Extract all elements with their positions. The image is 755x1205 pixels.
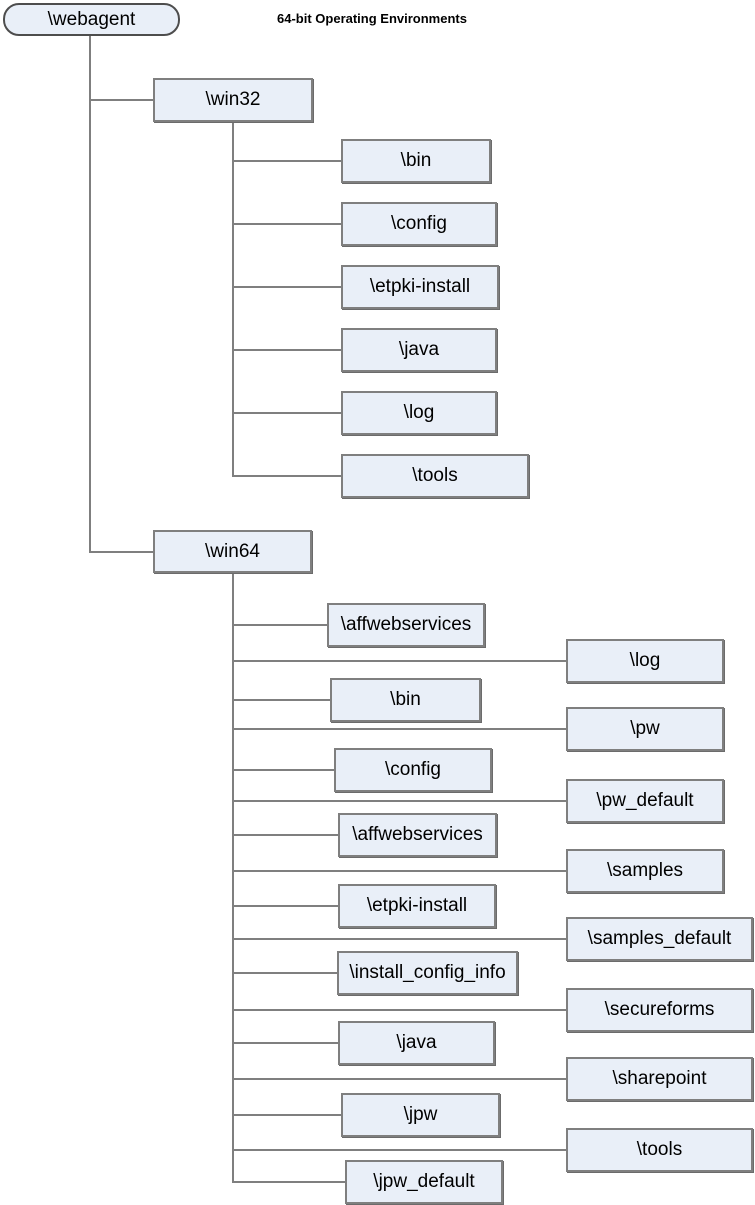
connector-win32-java bbox=[233, 349, 341, 351]
node-win64-etpki-install: \etpki-install bbox=[338, 884, 496, 928]
node-win64-log: \log bbox=[566, 639, 724, 683]
connector-win64 bbox=[89, 551, 153, 553]
node-webagent: \webagent bbox=[3, 3, 180, 36]
connector-win64-jpw bbox=[233, 1114, 341, 1116]
node-win64-pw: \pw bbox=[566, 707, 724, 751]
connector-win32-log bbox=[233, 412, 341, 414]
connector-win32-etpki-install bbox=[233, 286, 341, 288]
connector-win64-pw bbox=[233, 728, 566, 730]
connector-win64-install-config-info bbox=[233, 972, 337, 974]
node-win32-config: \config bbox=[341, 202, 497, 246]
node-win32-bin: \bin bbox=[341, 139, 491, 183]
node-win64-bin: \bin bbox=[330, 678, 481, 722]
node-win32-tools: \tools bbox=[341, 454, 529, 498]
node-win64-samples-default: \samples_default bbox=[566, 917, 753, 961]
connector-win64-samples bbox=[233, 870, 566, 872]
connector-win64-java bbox=[233, 1042, 338, 1044]
node-win64-secureforms: \secureforms bbox=[566, 988, 753, 1032]
connector-win64-affwebservices-2 bbox=[233, 834, 338, 836]
node-win64-java: \java bbox=[338, 1021, 495, 1065]
node-win64-install-config-info: \install_config_info bbox=[337, 951, 518, 995]
trunk-win32 bbox=[232, 122, 234, 477]
node-win64-tools: \tools bbox=[566, 1128, 753, 1172]
connector-win64-pw-default bbox=[233, 800, 566, 802]
connector-win64-samples-default bbox=[233, 938, 566, 940]
trunk-webagent bbox=[89, 36, 91, 553]
node-win64-pw-default: \pw_default bbox=[566, 779, 724, 823]
connector-win64-tools bbox=[233, 1149, 566, 1151]
node-win32-etpki-install: \etpki-install bbox=[341, 265, 499, 309]
connector-win32-bin bbox=[233, 160, 341, 162]
trunk-win64 bbox=[232, 573, 234, 1183]
connector-win64-sharepoint bbox=[233, 1078, 566, 1080]
connector-win64-log bbox=[233, 660, 566, 662]
node-win32: \win32 bbox=[153, 78, 313, 122]
node-win64-affwebservices-2: \affwebservices bbox=[338, 813, 497, 857]
node-win64: \win64 bbox=[153, 530, 312, 573]
connector-win64-config bbox=[233, 769, 334, 771]
node-win64-jpw: \jpw bbox=[341, 1093, 500, 1137]
connector-win64-secureforms bbox=[233, 1009, 566, 1011]
connector-win32-config bbox=[233, 223, 341, 225]
node-win64-samples: \samples bbox=[566, 849, 724, 893]
node-win32-java: \java bbox=[341, 328, 497, 372]
node-win32-log: \log bbox=[341, 391, 497, 435]
diagram-title: 64-bit Operating Environments bbox=[277, 11, 467, 26]
node-win64-jpw-default: \jpw_default bbox=[345, 1160, 503, 1204]
connector-win32 bbox=[89, 99, 153, 101]
connector-win32-tools bbox=[233, 475, 341, 477]
connector-win64-affwebservices-1 bbox=[233, 624, 327, 626]
node-win64-config: \config bbox=[334, 748, 492, 792]
node-win64-affwebservices-1: \affwebservices bbox=[327, 603, 485, 647]
node-win64-sharepoint: \sharepoint bbox=[566, 1057, 753, 1101]
connector-win64-bin bbox=[233, 699, 330, 701]
connector-win64-jpw-default bbox=[233, 1181, 345, 1183]
connector-win64-etpki-install bbox=[233, 905, 338, 907]
